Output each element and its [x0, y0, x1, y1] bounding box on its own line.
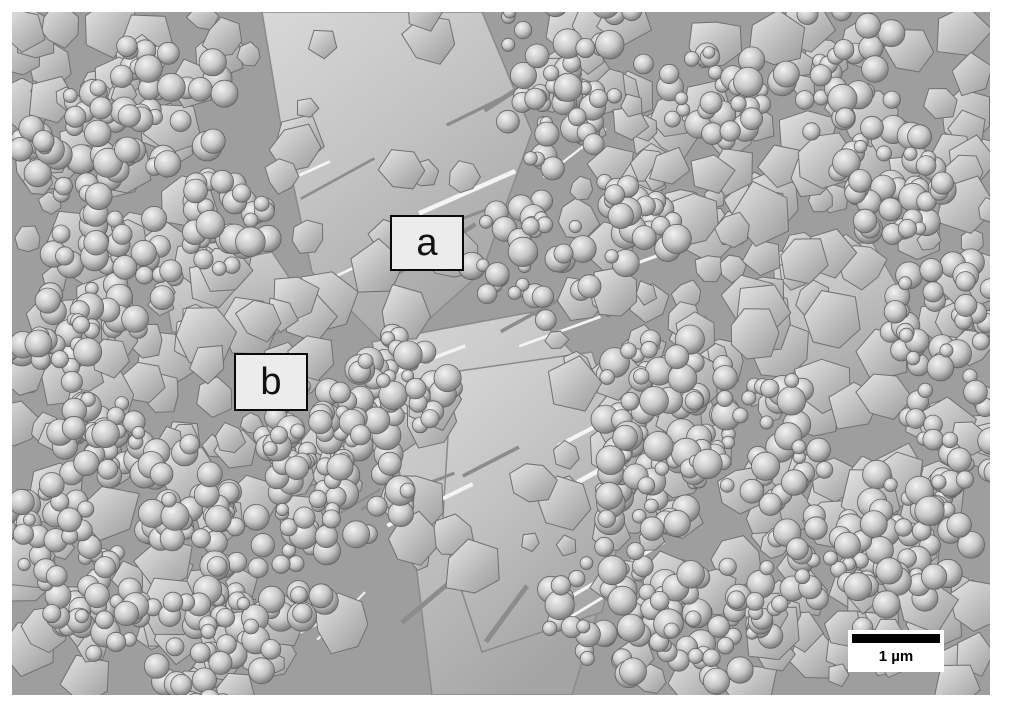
scale-bar-label: 1 µm — [878, 648, 914, 665]
scale-bar: 1 µm — [848, 630, 944, 672]
region-label-a: a — [390, 215, 464, 271]
scale-bar-line — [852, 634, 940, 643]
sem-micrograph-image — [12, 12, 990, 695]
region-label-b-text: b — [260, 361, 282, 403]
micrograph-frame: a b 1 µm — [12, 12, 990, 695]
region-label-a-text: a — [416, 222, 438, 264]
region-label-b: b — [234, 353, 308, 411]
